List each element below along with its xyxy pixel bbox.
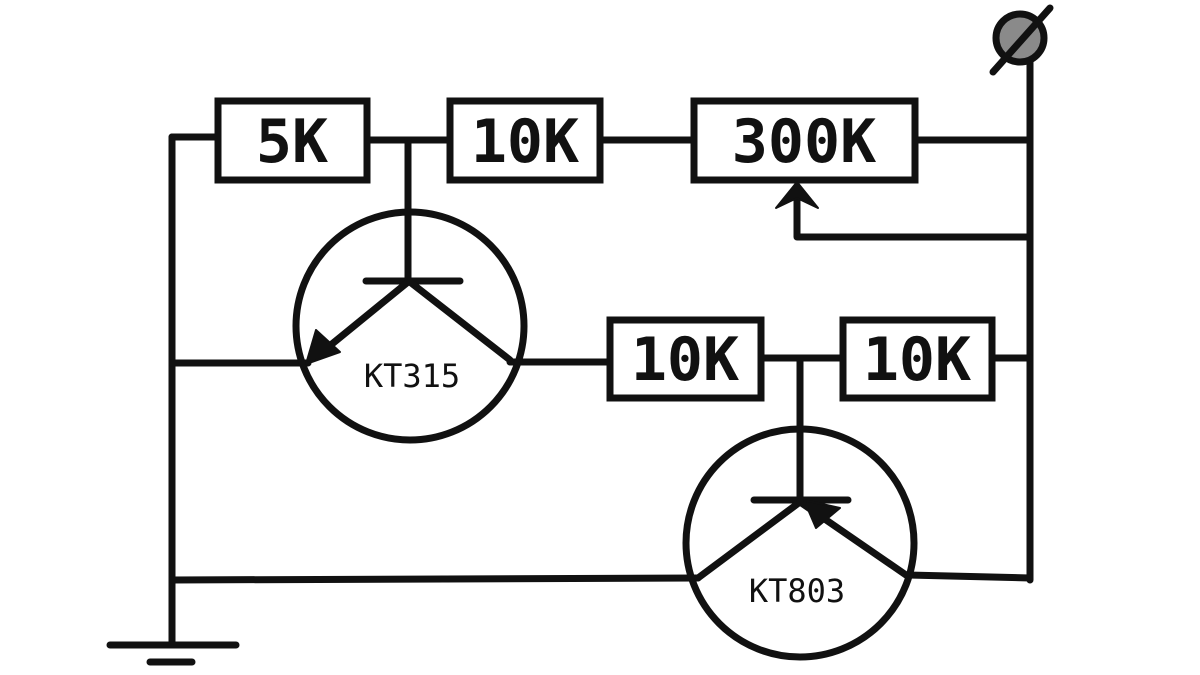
transistor-kt803: KT803 xyxy=(682,425,918,661)
resistor-10k-top: 10K xyxy=(446,97,604,184)
transistor-kt315-emitter-arrow xyxy=(305,329,341,365)
resistor-10k-top-body xyxy=(446,97,604,184)
transistor-kt315-collector-leg xyxy=(406,278,514,364)
resistor-10k-mid-right-label: 10K xyxy=(863,325,971,395)
wire-bottom-left xyxy=(168,574,702,584)
resistor-5k: 5K xyxy=(214,97,371,184)
potentiometer-300k-body xyxy=(690,97,919,184)
transistor-kt315-label: KT315 xyxy=(364,357,460,395)
resistor-10k-top-label: 10K xyxy=(471,107,579,177)
resistor-10k-mid-left: 10K xyxy=(606,316,765,402)
transistor-kt803-emitter-leg xyxy=(694,498,804,582)
wire-bottom-right xyxy=(904,571,1034,582)
resistor-10k-mid-right: 10K xyxy=(839,316,996,402)
resistor-5k-body xyxy=(214,97,371,184)
potentiometer-wiper-arrow xyxy=(775,181,819,209)
wire-pot-wiper xyxy=(793,189,1034,241)
resistor-10k-mid-left-label: 10K xyxy=(631,325,739,395)
transistor-kt803-emitter-arrow xyxy=(803,499,841,529)
supply-terminal xyxy=(989,4,1054,76)
terminal-slash xyxy=(989,4,1054,76)
resistor-10k-mid-right-body xyxy=(839,316,996,402)
transistor-kt315-body xyxy=(292,208,528,444)
transistor-kt803-body xyxy=(682,425,918,661)
resistor-5k-label: 5K xyxy=(256,107,328,177)
wires xyxy=(106,54,1034,666)
transistor-kt315: KT315 xyxy=(292,208,528,444)
resistor-10k-mid-left-body xyxy=(606,316,765,402)
transistor-kt803-label: KT803 xyxy=(749,572,845,610)
potentiometer-300k-label: 300K xyxy=(732,107,877,177)
potentiometer-300k: 300K xyxy=(690,97,919,209)
